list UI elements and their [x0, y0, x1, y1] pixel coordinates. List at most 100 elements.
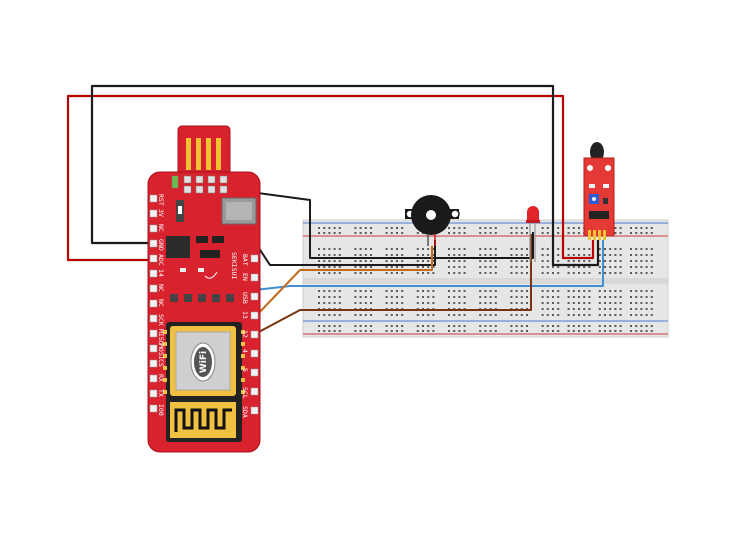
left-pin-label: RST [157, 194, 165, 206]
breadboard-hole [432, 290, 435, 292]
breadboard-hole [453, 248, 456, 250]
breadboard-hole [557, 330, 560, 332]
red-led [526, 206, 540, 262]
right-pin-pad [250, 273, 259, 282]
breadboard-hole [448, 325, 450, 327]
breadboard-hole [427, 248, 430, 250]
breadboard-hole [614, 254, 617, 256]
breadboard-hole [609, 296, 612, 298]
breadboard-hole [619, 260, 622, 262]
breadboard-hole [338, 296, 341, 298]
breadboard-hole [422, 290, 424, 292]
breadboard-hole [546, 272, 549, 274]
breadboard-hole [630, 330, 632, 332]
breadboard-hole [396, 260, 398, 262]
right-pin-pad [250, 292, 259, 301]
breadboard [302, 219, 669, 338]
breadboard-hole [598, 325, 601, 327]
breadboard-hole [479, 325, 482, 327]
breadboard-hole [385, 290, 388, 292]
breadboard-hole [572, 232, 575, 234]
breadboard-hole [619, 248, 622, 250]
breadboard-hole [323, 272, 326, 274]
breadboard-hole [463, 290, 466, 292]
breadboard-hole [494, 302, 497, 304]
breadboard-hole [385, 266, 388, 268]
breadboard-hole [479, 296, 482, 298]
breadboard-hole [463, 260, 466, 262]
breadboard-hole [515, 254, 518, 256]
left-pin-label: 14 [157, 269, 165, 277]
breadboard-hole [416, 325, 419, 327]
breadboard-hole [427, 330, 430, 332]
ir-receiver [590, 142, 604, 162]
breadboard-hole [448, 254, 450, 256]
breadboard-hole [318, 325, 320, 327]
breadboard-hole [453, 227, 456, 229]
breadboard-hole [489, 254, 492, 256]
breadboard-hole [432, 330, 435, 332]
breadboard-hole [598, 266, 601, 268]
breadboard-hole [422, 296, 424, 298]
breadboard-hole [583, 272, 586, 274]
breadboard-hole [333, 260, 336, 262]
breadboard-hole [583, 266, 586, 268]
breadboard-hole [520, 248, 523, 250]
left-pin-label: ADC [157, 254, 165, 266]
usb-chip [166, 236, 190, 258]
breadboard-hole [328, 330, 331, 332]
right-pin-pad [250, 406, 259, 415]
breadboard-hole [453, 232, 456, 234]
breadboard-hole [526, 325, 528, 327]
breadboard-hole [572, 260, 575, 262]
breadboard-hole [494, 254, 497, 256]
breadboard-hole [640, 330, 643, 332]
breadboard-hole [609, 248, 612, 250]
breadboard-hole [572, 266, 575, 268]
breadboard-hole [463, 302, 466, 304]
breadboard-hole [546, 330, 549, 332]
breadboard-hole [385, 330, 388, 332]
left-pin-label: MOSI [157, 344, 165, 360]
breadboard-hole [364, 248, 367, 250]
breadboard-hole [588, 314, 591, 316]
breadboard-hole [583, 308, 586, 310]
breadboard-hole [541, 314, 544, 316]
breadboard-hole [604, 296, 606, 298]
breadboard-hole [385, 248, 388, 250]
breadboard-hole [604, 302, 606, 304]
breadboard-hole [645, 272, 648, 274]
breadboard-hole [546, 302, 549, 304]
breadboard-hole [318, 254, 320, 256]
breadboard-hole [541, 266, 544, 268]
breadboard-hole [557, 308, 560, 310]
blue-wire-sensor-signal [254, 240, 604, 291]
breadboard-hole [614, 325, 617, 327]
breadboard-hole [422, 330, 424, 332]
breadboard-hole [427, 260, 430, 262]
breadboard-hole [427, 296, 430, 298]
breadboard-hole [318, 227, 320, 229]
breadboard-hole [598, 308, 601, 310]
breadboard-hole [390, 296, 393, 298]
breadboard-hole [640, 254, 643, 256]
breadboard-hole [422, 266, 424, 268]
breadboard-hole [557, 314, 560, 316]
breadboard-hole [401, 266, 404, 268]
breadboard-hole [390, 260, 393, 262]
breadboard-hole [318, 232, 320, 234]
breadboard-hole [328, 248, 331, 250]
breadboard-hole [359, 325, 362, 327]
breadboard-hole [448, 314, 450, 316]
breadboard-hole [650, 296, 653, 298]
breadboard-hole [526, 227, 528, 229]
breadboard-hole [390, 232, 393, 234]
breadboard-hole [385, 296, 388, 298]
breadboard-hole [318, 290, 320, 292]
breadboard-hole [354, 296, 357, 298]
breadboard-hole [359, 314, 362, 316]
breadboard-hole [567, 330, 570, 332]
breadboard-hole [318, 314, 320, 316]
breadboard-hole [494, 272, 497, 274]
breadboard-hole [422, 272, 424, 274]
